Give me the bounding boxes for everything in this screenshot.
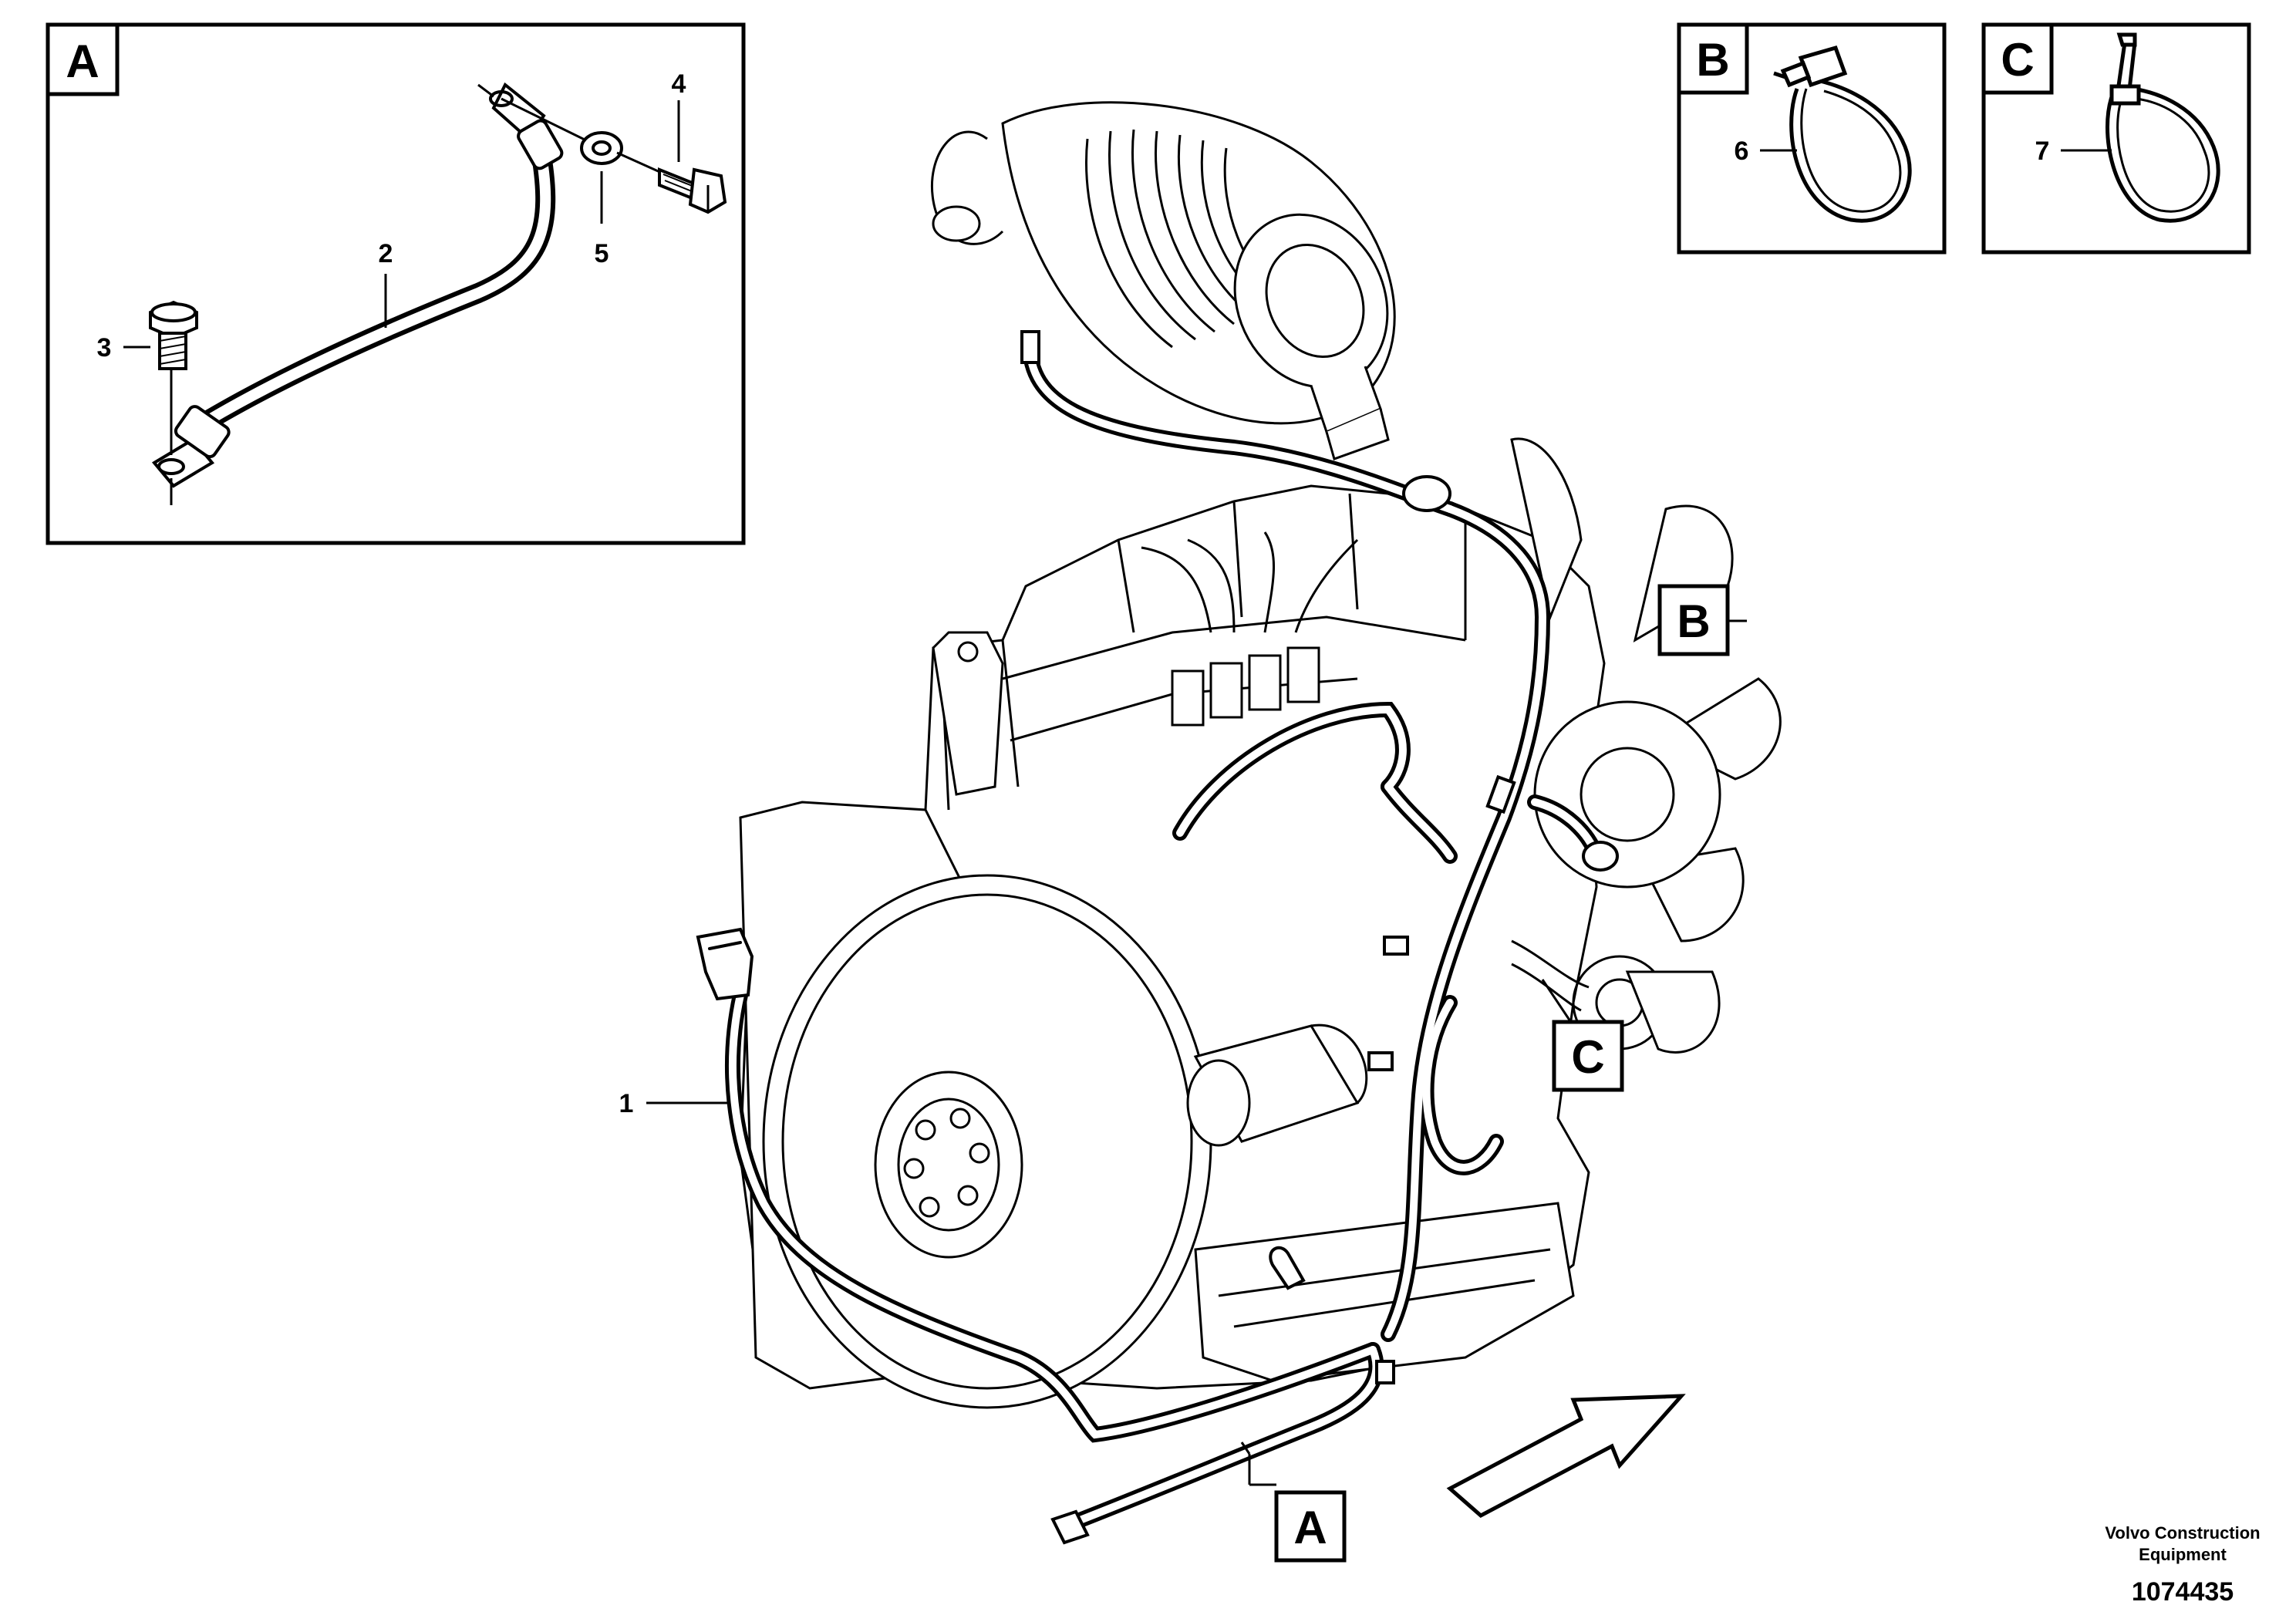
- callout-part-1: 1: [619, 1089, 634, 1118]
- detail-view-c: C 7: [1981, 22, 2251, 255]
- bolt-4-drawing: [658, 167, 727, 214]
- detail-view-c-label: C: [2001, 34, 2034, 86]
- hose-clamp-drawing: [1773, 45, 1912, 223]
- wiring-harness: [696, 330, 1619, 1545]
- bolt-3-drawing: [149, 300, 198, 370]
- direction-arrow: [1446, 1394, 1686, 1519]
- callout-part-4: 4: [672, 69, 686, 99]
- drawing-number: 1074435: [2132, 1577, 2234, 1607]
- location-flag-b-label: B: [1677, 595, 1710, 647]
- detail-view-a: A: [46, 22, 746, 545]
- detail-view-a-label: A: [66, 35, 99, 87]
- callout-part-3: 3: [97, 333, 112, 363]
- company-name-line-2: Equipment: [2139, 1545, 2227, 1564]
- ground-cable-drawing: [151, 82, 564, 505]
- air-filter-drawing: [931, 101, 1396, 460]
- washer-drawing: [501, 97, 664, 175]
- oil-pan-drawing: [1194, 1202, 1575, 1382]
- callout-part-5: 5: [595, 239, 609, 268]
- company-name-line-1: Volvo Construction: [2105, 1523, 2260, 1543]
- callout-part-2: 2: [379, 239, 393, 268]
- engine-assembly: [739, 101, 1782, 1409]
- location-flag-a: A: [1274, 1490, 1347, 1563]
- detail-view-b-label: B: [1696, 34, 1729, 86]
- location-flag-a-label: A: [1293, 1502, 1327, 1553]
- engine-block-drawing: [739, 484, 1667, 1390]
- starter-motor-drawing: [1186, 1023, 1368, 1147]
- callout-part-6: 6: [1735, 137, 1749, 166]
- location-flag-b: B: [1657, 584, 1730, 656]
- cable-tie-drawing: [2106, 32, 2220, 223]
- location-flag-c-label: C: [1571, 1031, 1604, 1083]
- detail-a-leaders: [123, 100, 680, 349]
- callout-part-7: 7: [2035, 137, 2050, 166]
- location-flag-c: C: [1552, 1020, 1624, 1092]
- detail-view-b: B 6: [1677, 22, 1947, 255]
- drawing-footer: Volvo Construction Equipment 1074435: [2105, 1523, 2260, 1607]
